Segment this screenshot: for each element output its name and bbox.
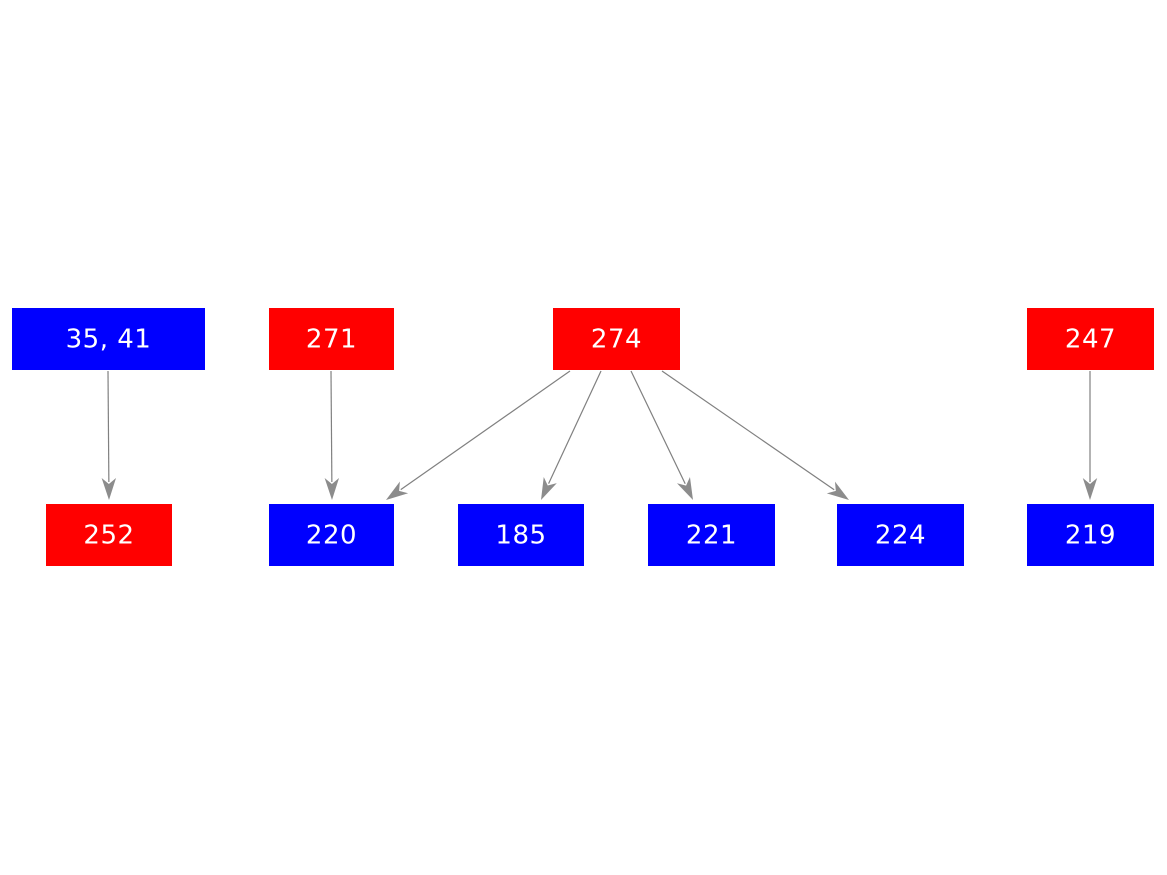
node-rect[interactable]	[458, 504, 584, 566]
graph-node-271[interactable]: 271	[269, 308, 394, 370]
graph-node-220[interactable]: 220	[269, 504, 394, 566]
graph-edge	[1082, 371, 1098, 500]
node-label: 219	[1065, 521, 1116, 551]
node-rect[interactable]	[12, 308, 205, 370]
node-rect[interactable]	[553, 308, 680, 370]
node-label: 224	[875, 521, 926, 551]
node-rect[interactable]	[1027, 504, 1154, 566]
edge-line	[548, 370, 602, 484]
nodes-layer: 35, 41 271 274 247 252 220 185 221 224 219	[12, 308, 1154, 566]
node-label: 247	[1065, 325, 1116, 355]
graph-node-252[interactable]: 252	[46, 504, 172, 566]
graph-node-247[interactable]: 247	[1027, 308, 1154, 370]
graph-node-221[interactable]: 221	[648, 504, 775, 566]
edge-arrowhead-icon	[101, 477, 117, 500]
edge-line	[661, 370, 835, 491]
graph-node-224[interactable]: 224	[837, 504, 964, 566]
node-label: 252	[83, 521, 134, 551]
edge-line	[400, 370, 571, 491]
node-rect[interactable]	[269, 504, 394, 566]
graph-edge	[324, 370, 340, 500]
node-rect[interactable]	[46, 504, 172, 566]
edge-line	[330, 370, 333, 483]
node-rect[interactable]	[837, 504, 964, 566]
node-rect[interactable]	[269, 308, 394, 370]
graph-edge	[630, 370, 693, 500]
edges-layer	[101, 370, 1098, 500]
edge-arrowhead-icon	[324, 477, 340, 500]
graph-edge	[661, 370, 849, 500]
node-label: 274	[591, 325, 642, 355]
node-label: 185	[495, 521, 546, 551]
node-label: 221	[686, 521, 737, 551]
edge-arrowhead-icon	[541, 477, 557, 500]
graph-node-274[interactable]: 274	[553, 308, 680, 370]
edge-line	[107, 370, 110, 483]
node-label: 220	[306, 521, 357, 551]
node-rect[interactable]	[1027, 308, 1154, 370]
node-label: 35, 41	[66, 325, 152, 355]
edge-arrowhead-icon	[386, 481, 409, 500]
graph-edge	[101, 370, 117, 500]
node-label: 271	[306, 325, 357, 355]
graph-node-219[interactable]: 219	[1027, 504, 1154, 566]
graph-node-35-41[interactable]: 35, 41	[12, 308, 205, 370]
graph-edge	[541, 370, 602, 500]
edge-arrowhead-icon	[826, 481, 849, 500]
edge-line	[630, 370, 686, 485]
graph-edge	[386, 370, 571, 500]
graph-node-185[interactable]: 185	[458, 504, 584, 566]
edge-arrowhead-icon	[676, 477, 693, 500]
node-rect[interactable]	[648, 504, 775, 566]
edge-arrowhead-icon	[1082, 478, 1098, 500]
